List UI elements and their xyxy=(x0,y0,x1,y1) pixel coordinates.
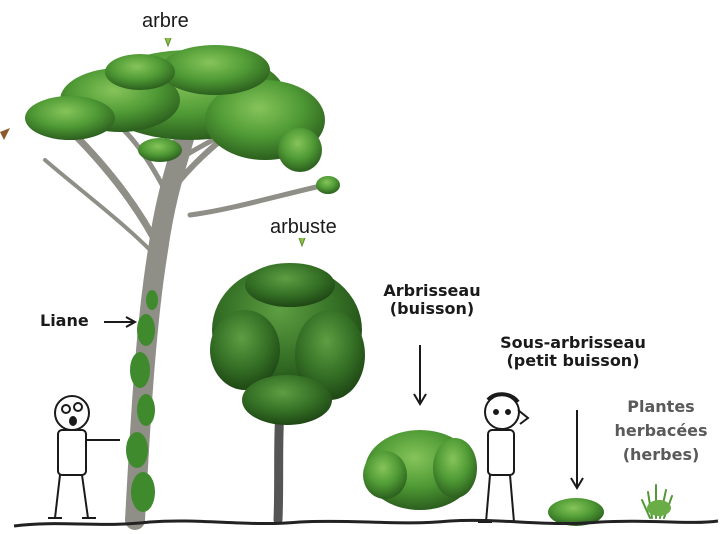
bush-illustration xyxy=(363,430,477,510)
label-arbrisseau-line1: Arbrisseau xyxy=(372,282,492,300)
label-liane: Liane xyxy=(40,312,89,330)
label-arbrisseau: Arbrisseau (buisson) xyxy=(372,282,492,319)
label-sous-arbrisseau: Sous-arbrisseau (petit buisson) xyxy=(488,334,658,371)
label-plantes-line2: herbacées xyxy=(605,419,717,443)
label-arbre: arbre xyxy=(142,10,189,33)
label-plantes-line1: Plantes xyxy=(605,395,717,419)
liane-arrow xyxy=(104,317,135,327)
sous-arbrisseau-arrow xyxy=(571,410,583,488)
arbuste-pointer xyxy=(299,238,305,246)
label-arbrisseau-line2: (buisson) xyxy=(372,300,492,318)
arbre-pointer xyxy=(165,38,171,46)
shrub-illustration xyxy=(210,263,365,520)
child-figure-right xyxy=(478,394,528,522)
ground-line xyxy=(14,520,718,526)
label-plantes-herbacees: Plantes herbacées (herbes) xyxy=(605,395,717,467)
label-arbuste: arbuste xyxy=(270,216,337,239)
arbrisseau-arrow xyxy=(414,345,426,404)
label-plantes-line3: (herbes) xyxy=(605,443,717,467)
child-figure-left xyxy=(48,396,120,518)
label-sous-arbrisseau-line2: (petit buisson) xyxy=(488,352,658,370)
label-sous-arbrisseau-line1: Sous-arbrisseau xyxy=(488,334,658,352)
